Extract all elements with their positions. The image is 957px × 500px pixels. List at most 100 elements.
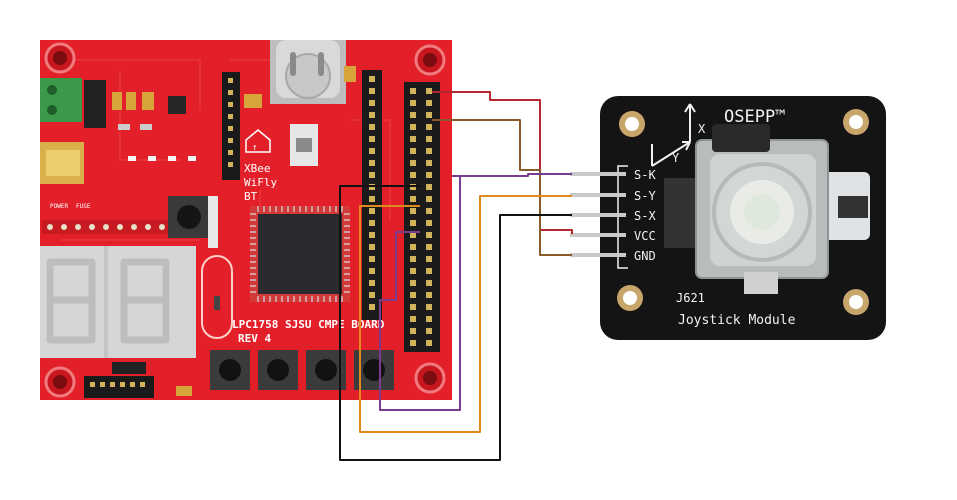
joystick-brand: OSEPP™ [724,107,785,127]
header-pin [410,244,416,250]
led-row [128,156,196,161]
header-pin [369,172,375,178]
header-pin [426,88,432,94]
power-label: POWER [50,203,68,210]
header-pin [426,124,432,130]
header-pin [410,268,416,274]
reset-button [168,196,218,248]
crystal-oscillator [201,255,233,339]
axis-y-label: Y [672,151,680,165]
joystick-pin [570,172,626,176]
header-pin [410,124,416,130]
header-pin [410,88,416,94]
header-pin [369,220,375,226]
header-pin [410,280,416,286]
xbee-socket-label: ↑ XBee WiFly BT [244,129,277,203]
header-pin [369,304,375,310]
wifly-label: WiFly [244,176,277,189]
header-pin [369,112,375,118]
coin-cell-holder [244,40,356,108]
header-pin [369,160,375,166]
fuse-label: FUSE [76,203,91,210]
joystick-pin-label: S-K [634,168,656,182]
header-pin [369,100,375,106]
header-pin [369,148,375,154]
header-pin [426,208,432,214]
mounting-hole-top-right [414,44,446,76]
joystick-mount-hole-tl [619,111,645,137]
wire-gnd [432,119,572,256]
xbee-label: XBee [244,162,271,175]
header-pin [410,196,416,202]
header-pin [369,208,375,214]
usb-connector [40,142,84,184]
seven-segment-display [40,246,196,358]
header-pin [426,220,432,226]
header-pin [410,328,416,334]
header-pin [426,268,432,274]
header-pin [410,100,416,106]
header-pin [410,112,416,118]
joystick-pin [570,233,626,237]
header-pin [426,256,432,262]
joystick-part-number: J621 [676,291,705,305]
jtag-header [42,220,172,234]
header-pin [426,148,432,154]
wire-sx [339,185,572,461]
header-pin [410,220,416,226]
wires [339,91,573,461]
header-pin [426,172,432,178]
header-pin [369,136,375,142]
header-pin [369,196,375,202]
header-pin [426,100,432,106]
user-switch-1 [210,350,250,390]
xbee-header-left [222,72,240,180]
mounting-hole-bottom-right [414,362,446,394]
header-pin [426,232,432,238]
header-pin [426,196,432,202]
header-pin [426,136,432,142]
lpc1758-microcontroller [250,206,350,302]
header-pin [369,124,375,130]
header-pin [410,148,416,154]
header-pin [369,88,375,94]
slide-switch [290,124,318,166]
header-pin [410,256,416,262]
joystick-pin [570,253,626,257]
header-pin [369,244,375,250]
joystick-mount-hole-br [843,289,869,315]
bottom-header [84,362,192,398]
header-pin [369,268,375,274]
joystick-title: Joystick Module [678,313,796,328]
header-pin [410,340,416,346]
header-pin [426,184,432,190]
joystick-mount-hole-bl [617,285,643,311]
header-pin [410,172,416,178]
inner-pin-header [362,70,382,320]
header-pin [426,316,432,322]
mcu-board: POWER FUSE [40,40,452,400]
power-terminal-block [40,78,106,128]
svg-text:↑: ↑ [252,143,257,153]
header-pin [369,76,375,82]
header-pin [369,280,375,286]
header-pin [410,316,416,322]
header-pin [426,160,432,166]
header-pin [426,340,432,346]
main-pin-header [404,82,440,352]
header-pin [410,208,416,214]
joystick-pin [570,193,626,197]
bt-label: BT [244,190,258,203]
header-pin [369,256,375,262]
mounting-hole-top-left [44,42,76,74]
header-pin [410,160,416,166]
wire-sk [379,173,572,411]
header-pin [426,280,432,286]
joystick-pin-label: VCC [634,229,656,243]
header-pin [426,112,432,118]
axis-indicator [651,103,696,167]
axis-x-label: X [698,122,706,136]
header-pin [369,232,375,238]
header-pin [426,328,432,334]
